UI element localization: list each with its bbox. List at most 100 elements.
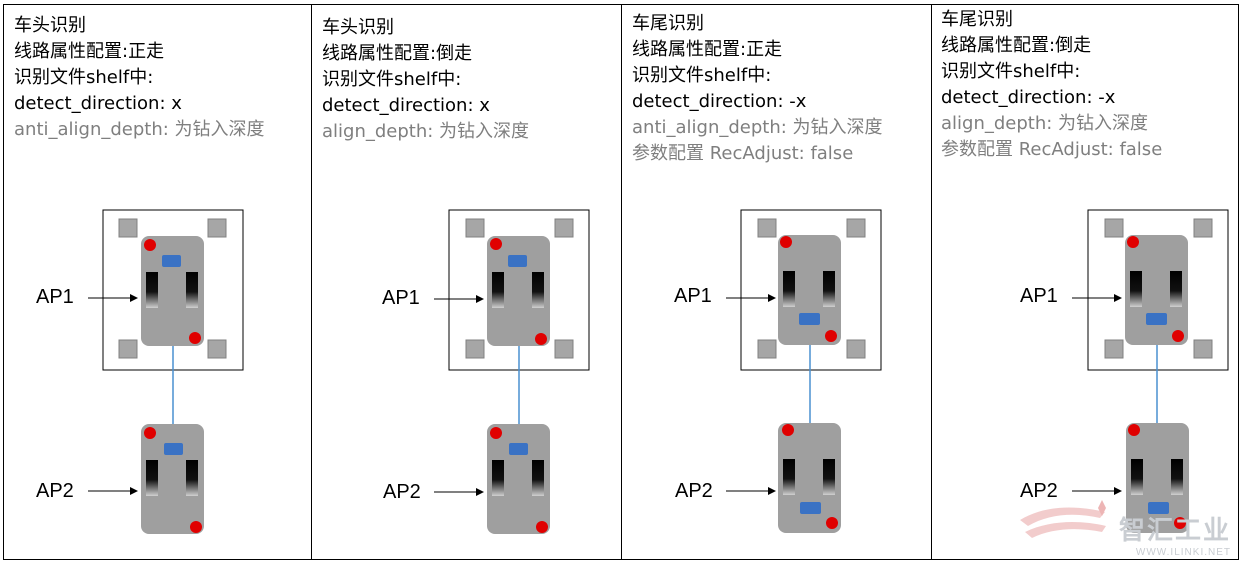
panel-3-ap1-robot bbox=[778, 235, 841, 345]
red-marker bbox=[1174, 517, 1186, 529]
shelf-foot bbox=[757, 339, 777, 359]
panel-1-route-config: 线路属性配置:正走 bbox=[14, 41, 165, 62]
wheel bbox=[186, 272, 198, 308]
wheel bbox=[186, 460, 198, 496]
panel-1-direction: detect_direction: x bbox=[14, 93, 182, 114]
shelf-foot bbox=[465, 218, 485, 238]
shelf-foot bbox=[757, 218, 777, 238]
red-marker bbox=[780, 236, 792, 248]
shelf-foot bbox=[207, 339, 227, 359]
wheel bbox=[1131, 459, 1143, 495]
wheel bbox=[146, 272, 158, 308]
panel-2-ap2-robot bbox=[487, 424, 550, 534]
panel-4-ap2-robot bbox=[1126, 423, 1189, 533]
panel-3-param: 参数配置 RecAdjust: false bbox=[632, 143, 854, 164]
panel-3-diagram bbox=[726, 209, 882, 533]
sensor bbox=[508, 255, 527, 267]
panel-2-title: 车头识别 bbox=[322, 17, 394, 38]
red-marker bbox=[1172, 330, 1184, 342]
panel-4-diagram bbox=[1072, 209, 1229, 533]
watermark-url: WWW.ILINKI.NET bbox=[1135, 547, 1231, 558]
panel-3-ap2-robot bbox=[778, 423, 841, 533]
panel-2-ap1-label: AP1 bbox=[382, 287, 420, 309]
wheel bbox=[1170, 271, 1182, 307]
watermark-logo-icon bbox=[1020, 500, 1106, 538]
sensor bbox=[162, 255, 181, 267]
sensor bbox=[164, 443, 183, 455]
panel-2-route-config: 线路属性配置:倒走 bbox=[322, 43, 473, 64]
sensor bbox=[800, 502, 821, 514]
shelf-foot bbox=[554, 339, 574, 359]
panel-4-ap2-label: AP2 bbox=[1020, 480, 1058, 502]
panel-3-depth: anti_align_depth: 为钻入深度 bbox=[632, 117, 883, 138]
panel-2-shelf-header: 识别文件shelf中: bbox=[322, 69, 462, 90]
red-marker bbox=[1127, 236, 1139, 248]
shelf-foot bbox=[846, 218, 866, 238]
red-marker bbox=[490, 427, 502, 439]
panel-1-title: 车头识别 bbox=[14, 15, 86, 36]
panel-3-shelf-frame bbox=[740, 209, 882, 371]
watermark: 智汇工业 WWW.ILINKI.NET bbox=[1119, 510, 1231, 558]
panel-3-route-config: 线路属性配置:正走 bbox=[632, 39, 783, 60]
wheel bbox=[823, 459, 835, 495]
panel-1-diagram bbox=[88, 209, 244, 534]
wheel bbox=[1171, 459, 1183, 495]
red-marker bbox=[782, 424, 794, 436]
panel-4-direction: detect_direction: -x bbox=[941, 87, 1116, 108]
panel-4-title: 车尾识别 bbox=[941, 9, 1013, 30]
shelf-foot bbox=[118, 339, 138, 359]
red-marker bbox=[826, 517, 838, 529]
panel-4-ap1-label: AP1 bbox=[1020, 285, 1058, 307]
panel-3-title: 车尾识别 bbox=[632, 13, 704, 34]
wheel bbox=[146, 460, 158, 496]
shelf-foot bbox=[1104, 339, 1124, 359]
wheel bbox=[783, 459, 795, 495]
red-marker bbox=[189, 332, 201, 344]
red-marker bbox=[144, 239, 156, 251]
panel-4-ap1-robot bbox=[1125, 235, 1188, 345]
panel-3-ap2-label: AP2 bbox=[675, 480, 713, 502]
panel-2-ap2-label: AP2 bbox=[383, 481, 421, 503]
panel-4-shelf-header: 识别文件shelf中: bbox=[941, 61, 1081, 82]
shelf-foot bbox=[118, 218, 138, 238]
shelf-foot bbox=[1193, 218, 1213, 238]
shelf-foot bbox=[846, 339, 866, 359]
panel-3-ap1-label: AP1 bbox=[674, 285, 712, 307]
panel-1-shelf-header: 识别文件shelf中: bbox=[14, 67, 154, 88]
wheel bbox=[823, 271, 835, 307]
watermark-brand: 智汇工业 bbox=[1118, 515, 1231, 545]
panel-2-ap1-robot bbox=[487, 236, 550, 346]
red-marker bbox=[825, 330, 837, 342]
red-marker bbox=[1128, 424, 1140, 436]
panel-2-direction: detect_direction: x bbox=[322, 95, 490, 116]
panel-1-ap2-robot bbox=[141, 424, 204, 534]
wheel bbox=[492, 460, 504, 496]
panel-1-ap1-label: AP1 bbox=[36, 286, 74, 308]
panel-2 bbox=[311, 4, 622, 560]
sensor bbox=[1146, 313, 1167, 325]
wheel bbox=[532, 272, 544, 308]
wheel bbox=[492, 272, 504, 308]
red-marker bbox=[190, 521, 202, 533]
panel-1-ap1-robot bbox=[141, 236, 204, 346]
wheel bbox=[532, 460, 544, 496]
panel-3 bbox=[621, 4, 932, 560]
sensor bbox=[799, 313, 820, 325]
panel-4-route-config: 线路属性配置:倒走 bbox=[941, 35, 1092, 56]
panel-1-depth: anti_align_depth: 为钻入深度 bbox=[14, 119, 265, 140]
shelf-foot bbox=[1193, 339, 1213, 359]
panel-1-ap2-label: AP2 bbox=[36, 480, 74, 502]
panel-2-depth: align_depth: 为钻入深度 bbox=[322, 121, 530, 142]
panel-4-shelf-frame bbox=[1087, 209, 1229, 371]
shelf-foot bbox=[465, 339, 485, 359]
sensor bbox=[1148, 502, 1169, 514]
panel-2-diagram bbox=[434, 209, 590, 534]
panel-4-param: 参数配置 RecAdjust: false bbox=[941, 139, 1163, 160]
shelf-foot bbox=[207, 218, 227, 238]
red-marker bbox=[536, 521, 548, 533]
sensor bbox=[509, 443, 528, 455]
red-marker bbox=[490, 238, 502, 250]
shelf-foot bbox=[1104, 218, 1124, 238]
red-marker bbox=[535, 333, 547, 345]
